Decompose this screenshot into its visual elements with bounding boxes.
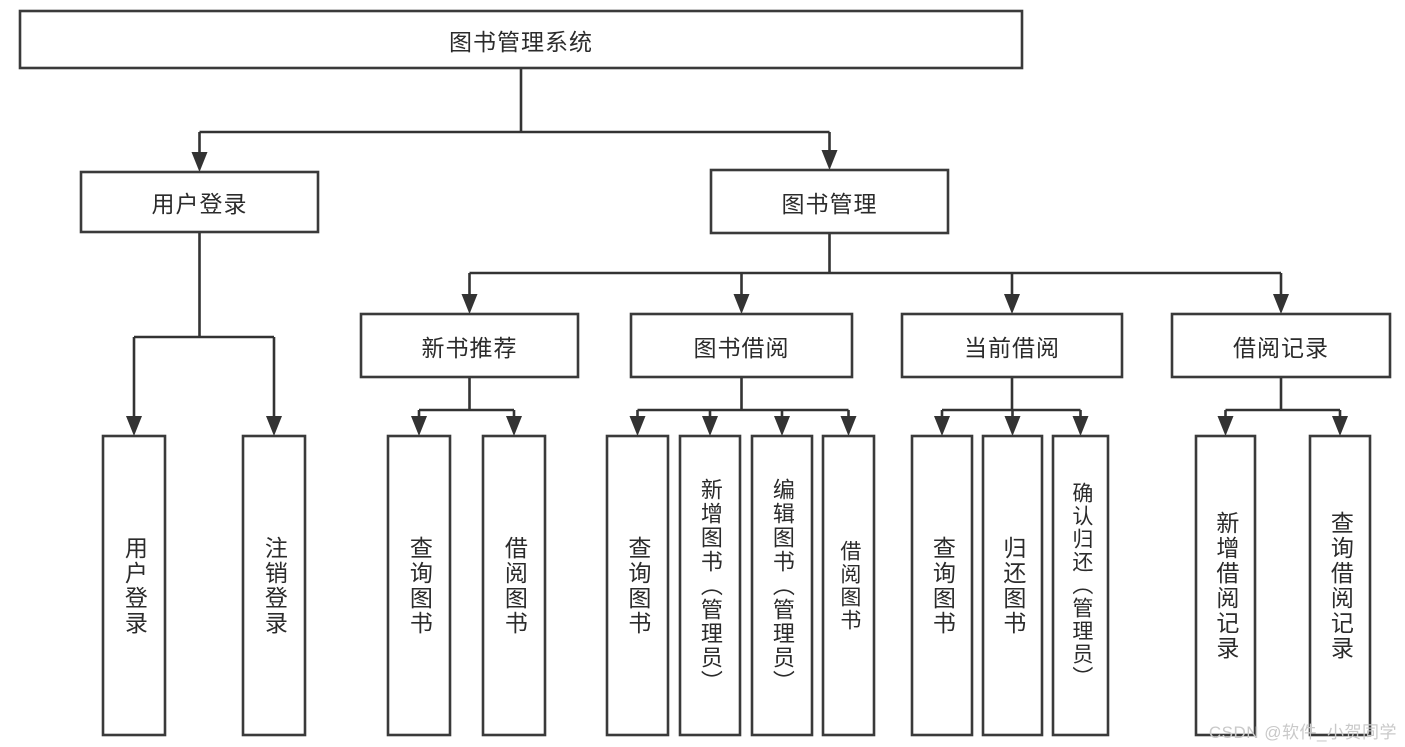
leaf-node-box-6[interactable] [750,434,814,737]
arrow-head-icon [1217,416,1234,436]
leaf-node-label-6: 编辑图书（管理员） [769,477,795,694]
node-layer [18,9,1392,737]
level2-node-label-0: 新书推荐 [421,334,518,361]
level2-node-label-1: 图书借阅 [693,334,790,361]
leaf-node-box-7[interactable] [821,434,876,737]
leaf-node-box-10[interactable] [1051,434,1110,737]
leaf-node-box-0[interactable] [101,434,167,737]
connector-layer [126,68,1348,436]
arrow-head-icon [1072,416,1089,436]
arrow-head-icon [840,416,857,436]
leaf-node-box-3[interactable] [481,434,547,737]
arrow-head-icon [461,294,478,314]
leaf-node-label-3: 借阅图书 [501,535,528,636]
arrow-head-icon [126,416,142,436]
leaf-node-box-2[interactable] [386,434,452,737]
leaf-node-box-11[interactable] [1194,434,1257,737]
level2-node-box-0[interactable] [359,312,580,379]
arrow-head-icon [266,416,282,436]
leaf-node-label-4: 查询图书 [624,535,651,636]
arrow-head-icon [1004,294,1020,314]
arrow-head-icon [191,152,208,172]
leaf-node-box-1[interactable] [241,434,307,737]
leaf-node-box-4[interactable] [605,434,670,737]
level2-node-label-3: 借阅记录 [1233,334,1329,361]
arrow-head-icon [1273,294,1289,314]
leaf-node-label-8: 查询图书 [929,535,956,636]
leaf-node-box-12[interactable] [1308,434,1372,737]
arrow-head-icon [629,416,646,436]
leaf-node-label-12: 查询借阅记录 [1327,510,1354,661]
root-node-box[interactable] [18,9,1024,70]
leaf-node-label-0: 用户登录 [121,535,148,636]
level2-node-box-3[interactable] [1170,312,1392,379]
leaf-node-box-8[interactable] [910,434,974,737]
root-node-label: 图书管理系统 [449,28,593,55]
arrow-head-icon [1332,416,1348,436]
level1-node-box-0[interactable] [79,170,320,234]
leaf-node-label-9: 归还图书 [999,535,1026,636]
level2-node-label-2: 当前借阅 [964,334,1060,361]
arrow-head-icon [934,416,950,436]
leaf-node-box-9[interactable] [981,434,1044,737]
leaf-node-label-10: 确认归还（管理员） [1069,482,1093,689]
arrow-head-icon [733,294,750,314]
leaf-node-label-2: 查询图书 [406,535,433,636]
arrow-head-icon [411,416,427,436]
level1-node-label-1: 图书管理 [781,190,878,217]
arrow-head-icon [702,416,718,436]
arrow-head-icon [506,416,522,436]
arrow-head-icon [821,150,838,170]
level2-node-box-2[interactable] [900,312,1124,379]
level1-node-box-1[interactable] [709,168,950,235]
level1-node-label-0: 用户登录 [151,191,248,217]
leaf-node-box-5[interactable] [678,434,742,737]
leaf-node-label-7: 借阅图书 [837,539,861,632]
level2-node-box-1[interactable] [629,312,854,379]
arrow-head-icon [1004,416,1021,436]
leaf-node-label-11: 新增借阅记录 [1212,510,1239,661]
leaf-node-label-1: 注销登录 [261,535,288,636]
arrow-head-icon [774,416,790,436]
leaf-node-label-5: 新增图书（管理员） [697,477,723,694]
